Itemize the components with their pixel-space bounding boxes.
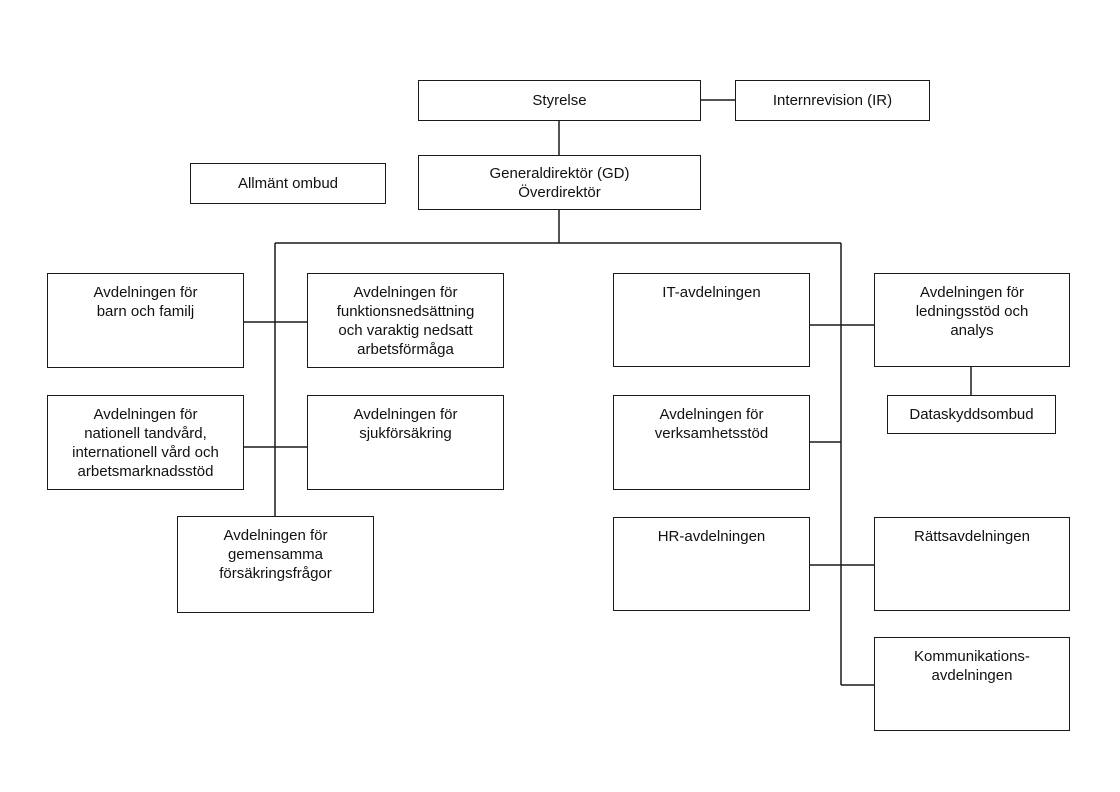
- box-internrevision: Internrevision (IR): [735, 80, 930, 121]
- verksamhetsstod-label: Avdelningen för verksamhetsstöd: [654, 406, 769, 442]
- box-sjukforsakring: Avdelningen för sjukförsäkring: [307, 395, 504, 490]
- it-label: IT-avdelningen: [662, 284, 761, 301]
- box-it-avdelningen: IT-avdelningen: [613, 273, 810, 367]
- allmant-ombud-label: Allmänt ombud: [237, 175, 339, 192]
- ratt-label: Rättsavdelningen: [914, 528, 1030, 545]
- box-kommunikationsavdelningen: Kommunikations- avdelningen: [874, 637, 1070, 731]
- hr-label: HR-avdelningen: [657, 528, 766, 545]
- tandvard-label: Avdelningen för nationell tandvård, inte…: [72, 406, 219, 480]
- box-funktionsnedsattning: Avdelningen för funktionsnedsättning och…: [307, 273, 504, 368]
- dataskydd-label: Dataskyddsombud: [909, 406, 1034, 423]
- kommunikation-label: Kommunikations- avdelningen: [914, 648, 1030, 684]
- box-gemensamma-forsakringsfragor: Avdelningen för gemensamma försäkringsfr…: [177, 516, 374, 613]
- sjukforsakring-label: Avdelningen för sjukförsäkring: [353, 406, 458, 442]
- box-generaldirektor: Generaldirektör (GD) Överdirektör: [418, 155, 701, 210]
- internrevision-label: Internrevision (IR): [772, 92, 893, 109]
- ledningsstod-label: Avdelningen för ledningsstöd och analys: [915, 284, 1029, 339]
- box-dataskyddsombud: Dataskyddsombud: [887, 395, 1056, 434]
- box-allmant-ombud: Allmänt ombud: [190, 163, 386, 204]
- box-styrelse: Styrelse: [418, 80, 701, 121]
- box-barn-och-familj: Avdelningen för barn och familj: [47, 273, 244, 368]
- styrelse-label: Styrelse: [532, 92, 587, 109]
- generaldirektor-label: Generaldirektör (GD) Överdirektör: [489, 164, 630, 201]
- box-hr-avdelningen: HR-avdelningen: [613, 517, 810, 611]
- box-tandvard: Avdelningen för nationell tandvård, inte…: [47, 395, 244, 490]
- funktionsnedsattning-label: Avdelningen för funktionsnedsättning och…: [336, 284, 475, 358]
- barn-och-familj-label: Avdelningen för barn och familj: [93, 284, 198, 320]
- gemensamma-label: Avdelningen för gemensamma försäkringsfr…: [219, 527, 332, 582]
- box-ledningsstod: Avdelningen för ledningsstöd och analys: [874, 273, 1070, 367]
- box-rattsavdelningen: Rättsavdelningen: [874, 517, 1070, 611]
- box-verksamhetsstod: Avdelningen för verksamhetsstöd: [613, 395, 810, 490]
